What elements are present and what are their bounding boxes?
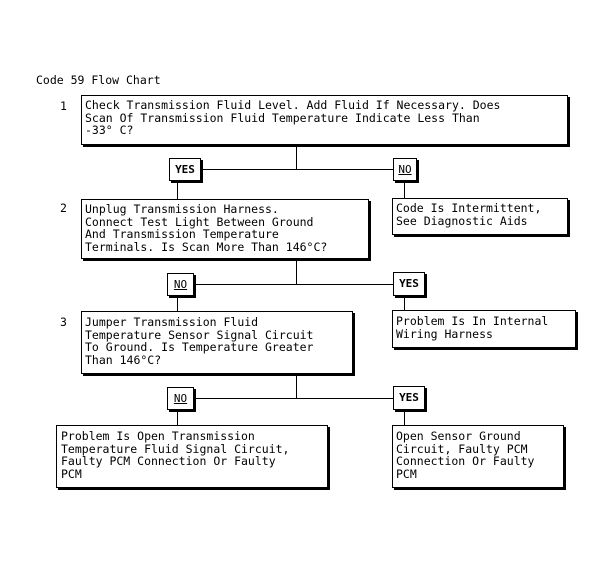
- step-3-no-outcome-line-4: PCM: [61, 466, 82, 481]
- step-2-yes-outcome-line-2: Wiring Harness: [396, 326, 493, 341]
- step-1-box: Check Transmission Fluid Level. Add Flui…: [81, 95, 568, 145]
- step-2-yes-label: YES: [393, 272, 425, 296]
- step-2-box: Unplug Transmission Harness. Connect Tes…: [81, 199, 369, 259]
- connector-2-down: [296, 259, 297, 284]
- step-3-line-4: Than 146°C?: [85, 352, 162, 367]
- step-1-no-label: NO: [393, 158, 417, 181]
- step-1-yes-label: YES: [169, 158, 201, 181]
- step-2-line-1: Unplug Transmission Harness.: [85, 202, 279, 216]
- step-1-line-3: -33° C?: [85, 123, 134, 137]
- step-2-number: 2: [60, 201, 67, 215]
- step-2-line-3: And Transmission Temperature: [85, 227, 279, 241]
- step-1-line-1: Check Transmission Fluid Level. Add Flui…: [85, 98, 501, 112]
- step-3-yes-label: YES: [393, 386, 425, 410]
- step-3-no-outcome-line-3: Faulty PCM Connection Or Faulty: [61, 454, 276, 468]
- connector-3-horizontal: [177, 398, 418, 399]
- step-1-no-outcome: Code Is Intermittent, See Diagnostic Aid…: [392, 198, 568, 235]
- step-3-yes-outcome: Open Sensor Ground Circuit, Faulty PCM C…: [392, 425, 564, 488]
- step-3-no-outcome-line-1: Problem Is Open Transmission: [61, 429, 255, 443]
- step-2-line-4: Terminals. Is Scan More Than 146°C?: [85, 239, 328, 254]
- step-3-no-label: NO: [167, 387, 194, 410]
- connector-3-no-down: [177, 410, 178, 425]
- connector-2-horizontal: [177, 284, 418, 285]
- connector-1-down: [296, 145, 297, 169]
- step-2-yes-outcome-line-1: Problem Is In Internal: [396, 314, 549, 328]
- step-1-no-outcome-line-1: Code Is Intermittent,: [396, 201, 542, 215]
- connector-3-yes-down: [404, 410, 405, 425]
- step-3-yes-outcome-line-4: PCM: [396, 466, 417, 481]
- step-1-line-2: Scan Of Transmission Fluid Temperature I…: [85, 110, 480, 125]
- step-3-line-2: Temperature Sensor Signal Circuit: [85, 327, 314, 342]
- step-3-line-3: To Ground. Is Temperature Greater: [85, 340, 314, 354]
- connector-1-yes-down: [177, 181, 178, 199]
- connector-3-down: [296, 374, 297, 398]
- step-3-yes-outcome-line-2: Circuit, Faulty PCM: [396, 441, 528, 456]
- step-2-yes-outcome: Problem Is In Internal Wiring Harness: [392, 310, 576, 348]
- connector-1-horizontal: [177, 169, 418, 170]
- step-3-box: Jumper Transmission Fluid Temperature Se…: [81, 311, 353, 374]
- step-2-line-2: Connect Test Light Between Ground: [85, 214, 314, 229]
- connector-1-no-down: [404, 181, 405, 198]
- step-3-no-outcome: Problem Is Open Transmission Temperature…: [56, 425, 328, 488]
- step-1-no-outcome-line-2: See Diagnostic Aids: [396, 213, 528, 228]
- connector-2-no-down: [177, 296, 178, 311]
- step-3-yes-outcome-line-3: Connection Or Faulty: [396, 454, 535, 468]
- step-3-no-outcome-line-2: Temperature Fluid Signal Circuit,: [61, 441, 290, 456]
- step-3-line-1: Jumper Transmission Fluid: [85, 315, 259, 329]
- step-3-number: 3: [60, 315, 67, 329]
- step-1-number: 1: [60, 99, 67, 113]
- connector-2-yes-down: [404, 296, 405, 310]
- step-3-yes-outcome-line-1: Open Sensor Ground: [396, 429, 521, 443]
- chart-title: Code 59 Flow Chart: [36, 73, 161, 87]
- step-2-no-label: NO: [167, 273, 194, 296]
